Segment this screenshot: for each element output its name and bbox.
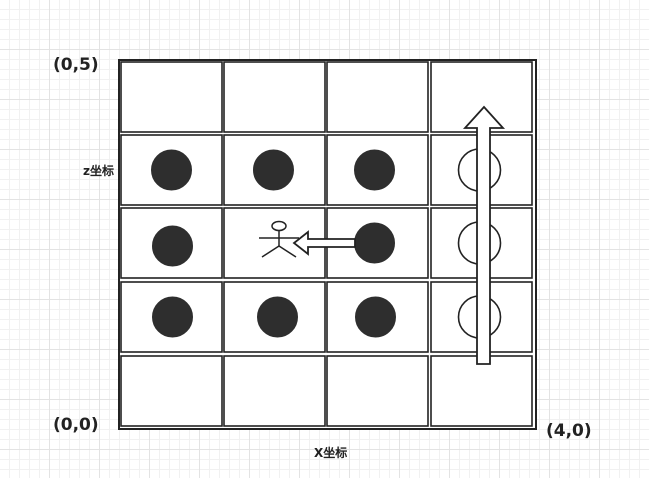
- player-right-leg: [278, 245, 297, 258]
- player-head: [271, 220, 287, 232]
- stick-figure-player: [259, 220, 299, 258]
- label-bottom-right-coordinate: (4,0): [546, 421, 592, 441]
- filled-dot-c1-r1: [253, 149, 294, 191]
- filled-dot-c0-r1: [151, 149, 192, 191]
- z-axis-label: z坐标: [83, 164, 114, 178]
- filled-dot-c1-r3: [257, 296, 298, 338]
- filled-dot-c2-r2: [354, 222, 395, 264]
- x-axis-label: X坐标: [314, 446, 348, 460]
- filled-dot-c2-r1: [354, 149, 395, 191]
- grid-cell-c2-r0: [326, 61, 429, 133]
- grid-cell-c1-r0: [223, 61, 326, 133]
- grid-cell-c1-r3: [223, 281, 326, 353]
- upward-path-arrow: [462, 105, 506, 365]
- grid-cell-c1-r4: [223, 355, 326, 427]
- filled-dot-c0-r3: [152, 296, 193, 338]
- grid-cell-c3-r4: [430, 355, 533, 427]
- label-top-left-coordinate: (0,5): [53, 55, 99, 75]
- grid-cell-c0-r0: [120, 61, 223, 133]
- filled-dot-c2-r3: [355, 296, 396, 338]
- filled-dot-c0-r2: [152, 225, 193, 267]
- grid-cell-c0-r4: [120, 355, 223, 427]
- cell-markers: [151, 148, 502, 339]
- player-left-leg: [261, 245, 280, 258]
- leftward-arrow: [292, 230, 356, 256]
- label-bottom-left-coordinate: (0,0): [53, 415, 99, 435]
- grid-cell-c2-r4: [326, 355, 429, 427]
